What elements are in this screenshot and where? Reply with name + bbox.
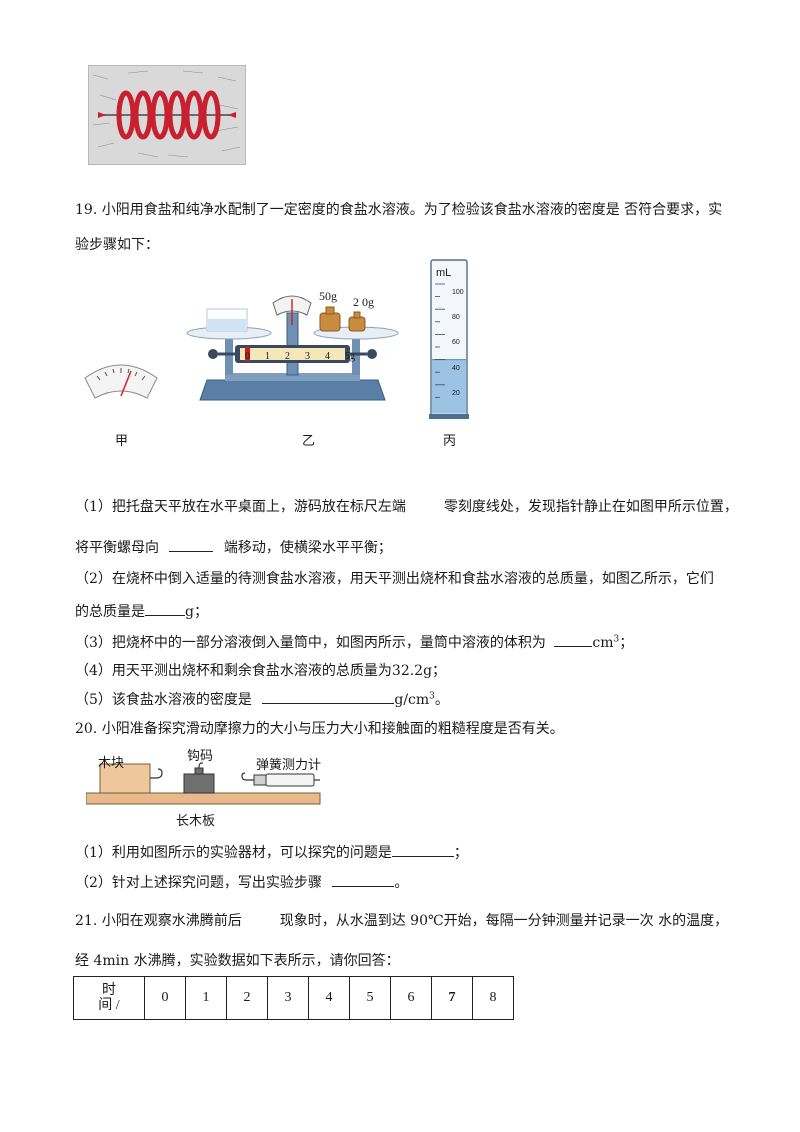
- cylinder-unit-ml: mL: [436, 267, 452, 279]
- rider-scale-numbers: 0 1 2 3 4 5g: [245, 351, 355, 362]
- cylinder-tick-60: 60: [452, 339, 460, 347]
- figure-q20-friction-apparatus: [86, 762, 321, 805]
- figure-bing-graduated-cylinder: [429, 259, 469, 419]
- figure-yi-balance-scale: [186, 295, 399, 401]
- table-cell-time-3: 3: [267, 976, 309, 1020]
- q19-step1-line-c: 将平衡螺母向 端移动，使横梁水平平衡；: [75, 537, 392, 557]
- rider-scale-5g: 5g: [345, 351, 355, 362]
- q19-step3-line: （3）把烧杯中的一部分溶液倒入量筒中，如图丙所示，量筒中溶液的体积为 cm3；: [75, 632, 633, 652]
- q20-step2-line: （2）针对上述探究问题，写出实验步骤 。: [75, 872, 408, 892]
- cylinder-tick-labels: 100 80 60 40 20: [452, 280, 464, 406]
- q20-step1-post: ；: [453, 845, 468, 861]
- fig-label-hook-weight: 钩码: [187, 749, 214, 764]
- q19-step5-pre: （5）该食盐水溶液的密度是: [75, 692, 252, 708]
- figure-yi-label: 乙: [302, 434, 316, 449]
- q19-step4-line: （4）用天平测出烧杯和剩余食盐水溶液的总质量为32.2g；: [75, 663, 447, 679]
- q20-step2-post: 。: [394, 875, 409, 891]
- q19-step1-text-b: 零刻度线处，发现指针静止在如图甲所示位置，: [443, 499, 738, 515]
- weight-label-20g: 2 0g: [353, 295, 374, 309]
- table-cell-time-2: 2: [226, 976, 268, 1020]
- q19-step1-c-pre: 将平衡螺母向: [75, 540, 159, 556]
- coil-iron-filings-photo: [88, 65, 246, 165]
- q19-step5-line: （5）该食盐水溶液的密度是 g/cm3。: [75, 689, 449, 709]
- q20-intro: 20. 小阳准备探究滑动摩擦力的大小与压力大小和接触面的粗糙程度是否有关。: [75, 721, 564, 737]
- rider-scale-4: 4: [325, 351, 330, 362]
- fig-label-spring-scale: 弹簧测力计: [256, 758, 322, 773]
- table-cell-time-8: 8: [472, 976, 514, 1020]
- q19-step5-post: 。: [434, 692, 449, 708]
- rider-scale-1: 1: [265, 351, 270, 362]
- figure-jia-label: 甲: [115, 434, 129, 449]
- table-cell-time-4: 4: [308, 976, 350, 1020]
- q21-data-table: 时间 / 0 1 2 3 4 5 6 7 8: [73, 976, 514, 1020]
- q21-line1-a: 21. 小阳在观察水沸腾前后: [75, 913, 242, 929]
- q19-step2-line-a: （2）在烧杯中倒入适量的待测食盐水溶液，用天平测出烧杯和食盐水溶液的总质量，如图…: [75, 571, 714, 587]
- table-cell-time-0: 0: [144, 976, 186, 1020]
- q19-step5-unit: g/cm: [394, 692, 430, 708]
- q19-step1-line-a: （1）把托盘天平放在水平桌面上，游码放在标尺左端 零刻度线处，发现指针静止在如图甲…: [75, 496, 738, 516]
- table-cell-time-7: 7: [431, 976, 473, 1020]
- q21-line1: 21. 小阳在观察水沸腾前后 现象时，从水温到达 90℃开始，每隔一分钟测量并记录…: [75, 910, 728, 930]
- figure-jia-pointer-dial: [84, 364, 158, 399]
- table-row: 时间 / 0 1 2 3 4 5 6 7 8: [73, 976, 514, 1020]
- q20-step2-answer-blank[interactable]: [332, 872, 395, 887]
- fig-label-wooden-block: 木块: [98, 756, 125, 771]
- q19-step5-sup: 3: [429, 691, 435, 702]
- q20-step1-pre: （1）利用如图所示的实验器材，可以探究的问题是: [75, 845, 392, 861]
- q21-line2: 经 4min 水沸腾，实验数据如下表所示，请你回答：: [75, 953, 400, 969]
- cylinder-tick-40: 40: [452, 364, 460, 372]
- q19-step1-c-post: 端移动，使横梁水平平衡；: [223, 540, 392, 556]
- q19-step2-line-b: 的总质量是 g；: [75, 601, 208, 621]
- weight-label-50g: 50g: [319, 289, 337, 303]
- q19-step3-pre: （3）把烧杯中的一部分溶液倒入量筒中，如图丙所示，量筒中溶液的体积为: [75, 635, 546, 651]
- q19-intro-line1: 19. 小阳用食盐和纯净水配制了一定密度的食盐水溶液。为了检验该食盐水溶液的密度…: [75, 202, 723, 218]
- cylinder-tick-100: 100: [452, 289, 464, 296]
- rider-scale-0: 0: [245, 351, 250, 362]
- cylinder-tick-20: 20: [452, 389, 460, 397]
- q20-step1-answer-blank[interactable]: [391, 842, 454, 857]
- figure-bing-label: 丙: [443, 434, 457, 449]
- q20-step2-pre: （2）针对上述探究问题，写出实验步骤: [75, 875, 322, 891]
- q19-step2-b-post: g；: [185, 604, 208, 620]
- q19-step2-b-pre: 的总质量是: [75, 604, 145, 620]
- q19-step1-answer-blank[interactable]: [169, 537, 214, 552]
- q21-line1-b: 现象时，从水温到达 90℃开始，每隔一分钟测量并记录一次 水的温度，: [279, 913, 729, 929]
- rider-scale-3: 3: [305, 351, 310, 362]
- fig-label-long-board: 长木板: [176, 814, 216, 829]
- cylinder-tick-80: 80: [452, 314, 460, 322]
- q19-intro-line2: 验步骤如下：: [75, 237, 159, 253]
- table-cell-time-1: 1: [185, 976, 227, 1020]
- q19-step3-post: ；: [619, 635, 634, 651]
- q19-step3-unit: cm: [592, 635, 614, 651]
- q19-step1-text-a: （1）把托盘天平放在水平桌面上，游码放在标尺左端: [75, 499, 406, 515]
- q19-step3-sup: 3: [613, 634, 620, 645]
- q20-step1-line: （1）利用如图所示的实验器材，可以探究的问题是 ；: [75, 842, 468, 862]
- q19-step3-answer-blank[interactable]: [554, 632, 593, 647]
- table-cell-time-5: 5: [349, 976, 391, 1020]
- q19-step5-answer-blank[interactable]: [262, 689, 395, 704]
- table-cell-time-6: 6: [390, 976, 432, 1020]
- table-header-time: 时间 /: [73, 976, 145, 1020]
- rider-scale-2: 2: [285, 351, 290, 362]
- q19-step2-answer-blank[interactable]: [145, 601, 185, 616]
